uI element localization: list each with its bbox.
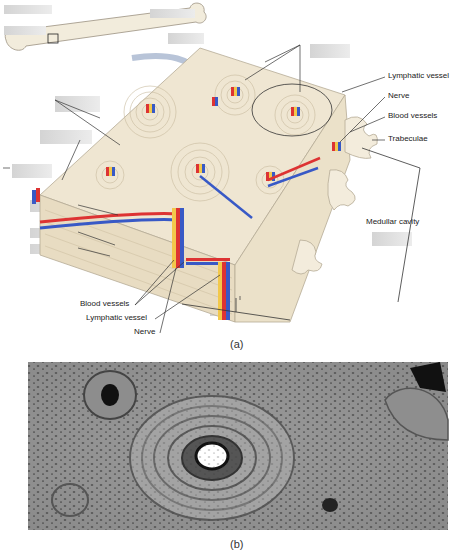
part-label: Lymphatic vessel (86, 314, 147, 323)
part-label: Blood vessels (388, 112, 437, 121)
figure-caption: (b) (230, 538, 243, 550)
leader-lines (3, 45, 385, 333)
part-label: Trabeculae (388, 135, 428, 144)
part-label: Medullar cavity (366, 218, 419, 227)
bracket (362, 148, 420, 302)
part-label: Nerve (388, 92, 409, 101)
vessels (32, 188, 230, 320)
part-label: Nerve (134, 328, 155, 337)
bracket (182, 298, 290, 320)
micrograph (28, 362, 448, 530)
part-label: Lymphatic vessel (388, 72, 449, 81)
compact-bone-block (32, 48, 377, 322)
part-label: Blood vessels (80, 300, 129, 309)
figure-caption: (a) (230, 338, 243, 350)
blank-label-boxes (4, 5, 412, 316)
